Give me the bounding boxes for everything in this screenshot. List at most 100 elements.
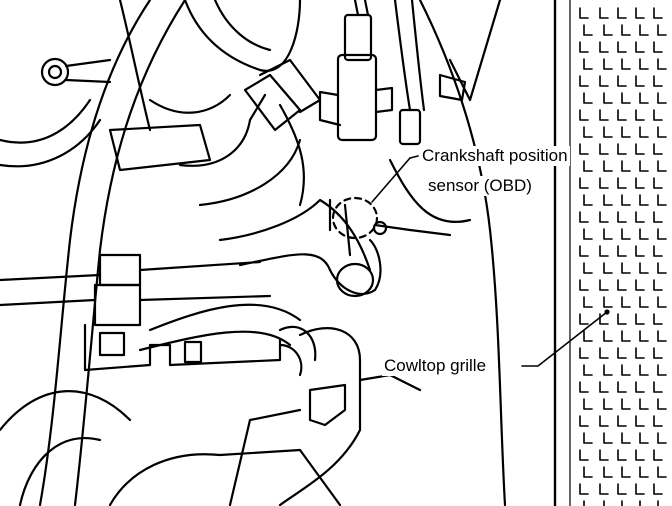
grille-slot <box>617 415 627 427</box>
grille-slot <box>657 466 667 478</box>
grille-slot <box>657 296 667 308</box>
grille-slot <box>617 211 627 223</box>
grille-slot <box>639 500 641 506</box>
grille-slot <box>639 296 649 308</box>
grille-slot <box>599 313 609 325</box>
grille-slot <box>599 177 609 189</box>
grille-slot <box>621 330 631 342</box>
grille-slot <box>599 143 609 155</box>
grille-slot <box>599 109 609 121</box>
grille-slot <box>657 92 667 104</box>
grille-slot <box>639 194 649 206</box>
grille-slot <box>583 194 593 206</box>
grille-slot <box>621 466 631 478</box>
grille-slot <box>617 7 627 19</box>
grille-slot <box>639 364 649 376</box>
grille-slot <box>603 466 613 478</box>
grille-slot <box>617 347 627 359</box>
grille-slot <box>653 415 663 427</box>
grille-slot <box>653 41 663 53</box>
grille-slot <box>657 432 667 444</box>
grille-slot <box>657 364 667 376</box>
grille-slot <box>635 7 645 19</box>
grille-slot <box>635 41 645 53</box>
center-bent-hose <box>178 58 382 298</box>
grille-slot <box>653 313 663 325</box>
left-wiring-harness <box>0 0 187 506</box>
grille-slot <box>639 58 649 70</box>
grille-slot <box>617 245 627 257</box>
grille-slot <box>599 415 609 427</box>
grille-slot <box>653 211 663 223</box>
grille-slot <box>635 483 645 495</box>
grille-slot <box>583 296 593 308</box>
grille-slot <box>635 109 645 121</box>
grille-slot <box>579 313 589 325</box>
grille-slot <box>583 58 593 70</box>
grille-slot <box>635 143 645 155</box>
grille-slot <box>583 364 593 376</box>
grille-slot <box>639 92 649 104</box>
lower-bracket <box>83 323 317 377</box>
grille-slot <box>653 381 663 393</box>
grille-slot <box>603 126 613 138</box>
grille-slot <box>635 211 645 223</box>
grille-slot <box>603 398 613 410</box>
grille-slot <box>599 347 609 359</box>
grille-slot <box>599 75 609 87</box>
grille-slot <box>621 500 623 506</box>
grille-slot <box>603 194 613 206</box>
grille-slot <box>617 483 627 495</box>
grille-slot <box>635 279 645 291</box>
grille-slot <box>653 143 663 155</box>
lower-hoses <box>0 303 302 506</box>
grille-slot <box>579 109 589 121</box>
grille-slot <box>603 432 613 444</box>
grille-slot <box>657 228 667 240</box>
grille-slot <box>635 245 645 257</box>
grille-slot <box>657 500 659 506</box>
grille-slot <box>653 177 663 189</box>
right-side-panel <box>328 0 507 506</box>
grille-slot <box>635 381 645 393</box>
grille-slot <box>617 313 627 325</box>
grille-slot <box>653 75 663 87</box>
grille-slot <box>639 398 649 410</box>
grille-slot <box>579 279 589 291</box>
grille-slot <box>583 160 593 172</box>
grille-slot <box>635 347 645 359</box>
grille-slot <box>653 483 663 495</box>
grille-slot <box>653 449 663 461</box>
crankshaft-leader <box>409 155 419 159</box>
grille-slot <box>657 24 667 36</box>
grille-slot <box>599 7 609 19</box>
grille-slot <box>639 160 649 172</box>
grille-slot <box>583 398 593 410</box>
grille-slot <box>603 500 605 506</box>
upper-hoses <box>108 0 302 172</box>
grille-slot <box>635 75 645 87</box>
grille-slot <box>621 92 631 104</box>
grille-slot <box>639 466 649 478</box>
grille-slot <box>657 330 667 342</box>
grille-slot <box>617 143 627 155</box>
grille-slot <box>583 126 593 138</box>
grille-slot <box>603 160 613 172</box>
grille-slot <box>621 398 631 410</box>
crankshaft-sensor-marker <box>331 157 411 240</box>
ring-terminal <box>40 57 112 87</box>
grille-slot <box>583 466 593 478</box>
grille-slot <box>653 7 663 19</box>
grille-slot <box>579 211 589 223</box>
grille-slot <box>599 381 609 393</box>
grille-slot <box>599 211 609 223</box>
grille-slot <box>583 330 593 342</box>
grille-slot <box>583 228 593 240</box>
upper-connectors <box>318 0 502 146</box>
grille-slot <box>621 262 631 274</box>
grille-slot <box>657 194 667 206</box>
grille-slot <box>639 330 649 342</box>
grille-slot <box>657 262 667 274</box>
grille-slot <box>635 177 645 189</box>
